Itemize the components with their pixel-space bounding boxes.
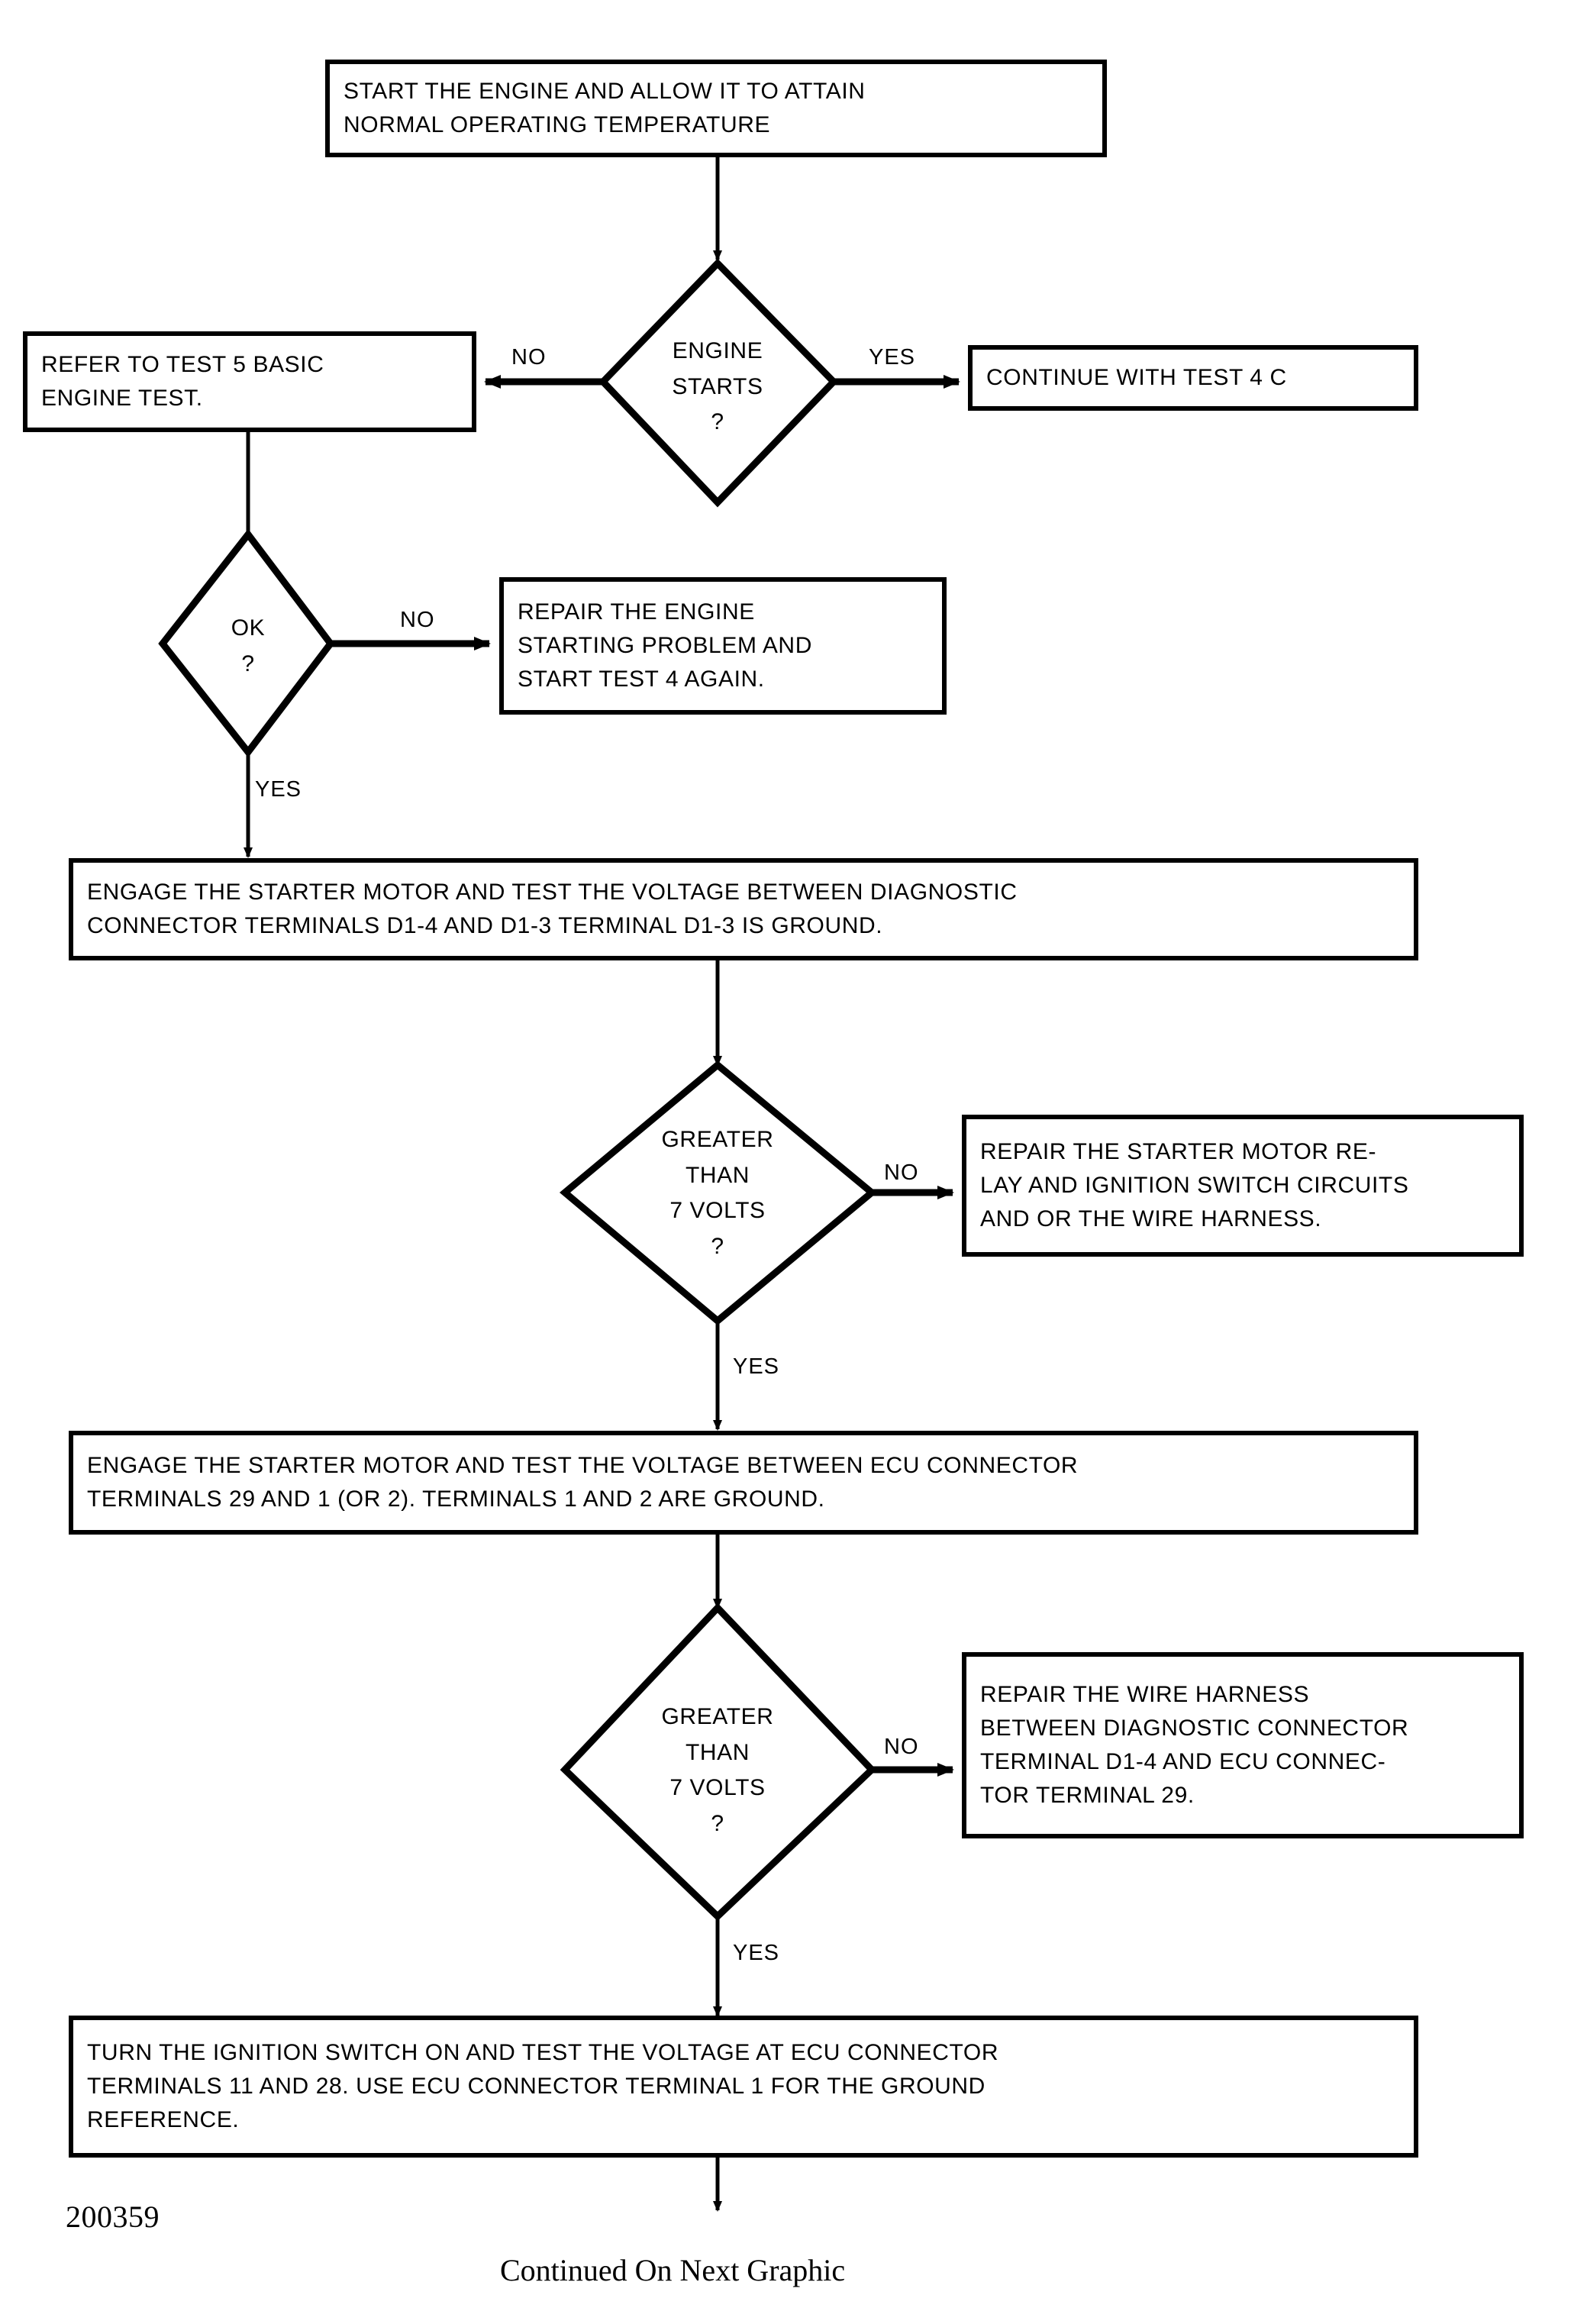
node-continue-with-test-4c[interactable]: CONTINUE WITH TEST 4 C [968,345,1418,411]
node-repair-starter-relay[interactable]: REPAIR THE STARTER MOTOR RE- LAY AND IGN… [962,1115,1524,1257]
edge-label-gt7v-2-no: NO [884,1735,919,1759]
decision-ok [158,528,335,758]
page-code: 200359 [66,2200,160,2234]
edge-label-engine-starts-no: NO [511,345,547,370]
edge-label-ok-no: NO [400,608,435,632]
node-engage-starter-ecu-text: ENGAGE THE STARTER MOTOR AND TEST THE VO… [87,1452,1079,1512]
decision-engine-starts [598,258,839,508]
decision-greater-than-7-volts-1 [559,1060,878,1325]
node-start-engine-text: START THE ENGINE AND ALLOW IT TO ATTAIN … [344,78,866,137]
edge-label-engine-starts-yes: YES [869,345,916,370]
node-repair-starter-relay-text: REPAIR THE STARTER MOTOR RE- LAY AND IGN… [980,1138,1409,1232]
node-engage-starter-diagnostic-text: ENGAGE THE STARTER MOTOR AND TEST THE VO… [87,879,1018,938]
node-turn-ignition-switch-on[interactable]: TURN THE IGNITION SWITCH ON AND TEST THE… [69,2016,1418,2158]
node-repair-engine-starting-problem-text: REPAIR THE ENGINE STARTING PROBLEM AND S… [518,599,812,692]
node-continue-with-test-4c-text: CONTINUE WITH TEST 4 C [986,364,1287,390]
node-refer-to-test-5[interactable]: REFER TO TEST 5 BASIC ENGINE TEST. [23,331,476,432]
continuation-note: Continued On Next Graphic [500,2253,846,2287]
node-repair-wire-harness-text: REPAIR THE WIRE HARNESS BETWEEN DIAGNOST… [980,1681,1409,1809]
decision-greater-than-7-volts-2 [560,1603,877,1922]
node-repair-engine-starting-problem[interactable]: REPAIR THE ENGINE STARTING PROBLEM AND S… [499,577,947,715]
edge-label-gt7v-1-yes: YES [733,1354,780,1379]
edge-label-gt7v-2-yes: YES [733,1941,780,1965]
edge-label-ok-yes: YES [255,777,302,802]
edge-label-gt7v-1-no: NO [884,1160,919,1185]
node-engage-starter-diagnostic[interactable]: ENGAGE THE STARTER MOTOR AND TEST THE VO… [69,858,1418,960]
node-repair-wire-harness[interactable]: REPAIR THE WIRE HARNESS BETWEEN DIAGNOST… [962,1652,1524,1838]
node-turn-ignition-switch-on-text: TURN THE IGNITION SWITCH ON AND TEST THE… [87,2039,999,2133]
node-refer-to-test-5-text: REFER TO TEST 5 BASIC ENGINE TEST. [41,351,324,411]
node-engage-starter-ecu[interactable]: ENGAGE THE STARTER MOTOR AND TEST THE VO… [69,1431,1418,1535]
node-start-engine[interactable]: START THE ENGINE AND ALLOW IT TO ATTAIN … [325,60,1107,157]
